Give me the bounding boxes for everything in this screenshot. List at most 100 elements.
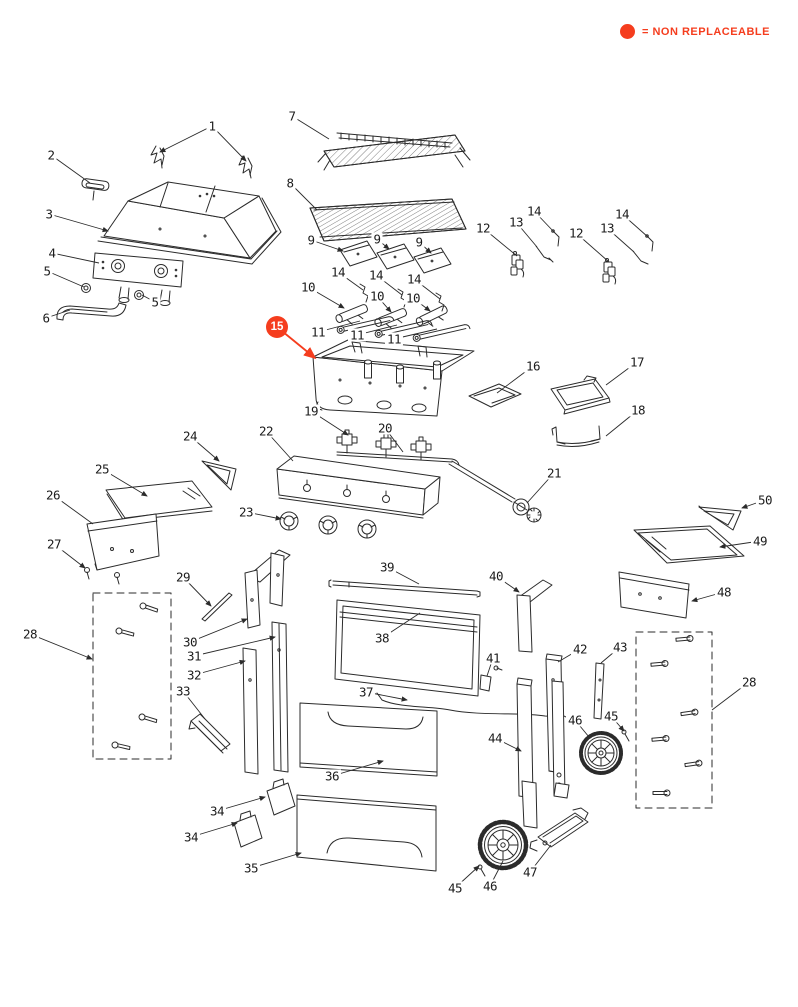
- bottom-panel-drawing: [296, 794, 437, 872]
- part-label-43-56[interactable]: 43: [610, 639, 630, 655]
- part-label-36-49[interactable]: 36: [322, 768, 342, 784]
- leg-31-drawing: [271, 621, 289, 773]
- part-label-9-11[interactable]: 9: [413, 234, 425, 250]
- part-label-8-8[interactable]: 8: [284, 175, 296, 191]
- strip-43-drawing: [593, 662, 605, 720]
- part-label-28-40[interactable]: 28: [20, 626, 40, 642]
- part-label-19-31[interactable]: 19: [301, 403, 321, 419]
- right-shelf-drawing: [633, 525, 745, 564]
- part-label-14-20[interactable]: 14: [404, 271, 424, 287]
- part-label-14-18[interactable]: 14: [328, 264, 348, 280]
- leader-line-7: [291, 115, 330, 140]
- part-label-7-7[interactable]: 7: [286, 108, 298, 124]
- part-label-23-35[interactable]: 23: [236, 504, 256, 520]
- part-label-25-37[interactable]: 25: [92, 461, 112, 477]
- part-label-49-64[interactable]: 49: [750, 533, 770, 549]
- part-label-9-9[interactable]: 9: [305, 232, 317, 248]
- part-label-10-14[interactable]: 10: [403, 290, 423, 306]
- control-panel-drawing: [92, 252, 184, 306]
- front-panel-drawing: [276, 455, 441, 519]
- part-label-37-50[interactable]: 37: [356, 684, 376, 700]
- part-label-24-36[interactable]: 24: [180, 428, 200, 444]
- part-label-34-46[interactable]: 34: [207, 803, 227, 819]
- support-rod-drawing: [201, 592, 233, 622]
- valve-manifold-drawing: [336, 429, 460, 466]
- part-label-2-1[interactable]: 2: [45, 147, 57, 163]
- part-label-31-43[interactable]: 31: [184, 648, 204, 664]
- part-label-30-42[interactable]: 30: [180, 634, 200, 650]
- knobs-drawing: [279, 511, 377, 539]
- part-label-1-0[interactable]: 1: [206, 118, 218, 134]
- leader-line-1: [159, 125, 213, 153]
- leader-line-30: [189, 618, 248, 643]
- part-label-11-15[interactable]: 11: [308, 324, 328, 340]
- non-replaceable-dot-icon: [620, 24, 635, 39]
- grease-tray-drawing: [550, 375, 611, 415]
- firebox-drawing: [312, 339, 475, 417]
- part-label-40-53[interactable]: 40: [486, 568, 506, 584]
- part-label-21-33[interactable]: 21: [544, 465, 564, 481]
- part-label-5-5[interactable]: 5: [149, 294, 161, 310]
- heat-plates-drawing: [339, 240, 452, 274]
- wheels-drawing: [477, 731, 623, 871]
- part-label-13-22[interactable]: 13: [506, 214, 526, 230]
- hardware-box-left-drawing: [92, 592, 172, 760]
- part-label-20-32[interactable]: 20: [375, 420, 395, 436]
- part-label-14-23[interactable]: 14: [524, 203, 544, 219]
- left-shelf-drawing: [105, 480, 213, 522]
- part-label-10-12[interactable]: 10: [298, 279, 318, 295]
- part-label-4-3[interactable]: 4: [46, 245, 58, 261]
- part-label-18-30[interactable]: 18: [628, 402, 648, 418]
- part-label-12-21[interactable]: 12: [473, 220, 493, 236]
- part-label-32-44[interactable]: 32: [184, 667, 204, 683]
- part-label-14-26[interactable]: 14: [612, 206, 632, 222]
- part-label-46-60[interactable]: 46: [565, 712, 585, 728]
- part-label-42-55[interactable]: 42: [570, 641, 590, 657]
- tray-bracket-drawing: [551, 425, 601, 447]
- part-label-39-52[interactable]: 39: [377, 559, 397, 575]
- part-label-44-57[interactable]: 44: [485, 730, 505, 746]
- part-label-50-65[interactable]: 50: [755, 492, 775, 508]
- highlighted-part-badge[interactable]: 15: [266, 316, 288, 338]
- part-label-27-39[interactable]: 27: [44, 536, 64, 552]
- part-label-5-4[interactable]: 5: [41, 263, 53, 279]
- part-label-26-38[interactable]: 26: [43, 487, 63, 503]
- side-panel-36-drawing: [299, 702, 438, 777]
- right-shelf-bracket-drawing: [698, 505, 742, 531]
- part-label-17-29[interactable]: 17: [627, 354, 647, 370]
- part-label-16-28[interactable]: 16: [523, 358, 543, 374]
- rail-bracket-drawing: [188, 713, 231, 754]
- part-label-11-16[interactable]: 11: [347, 327, 367, 343]
- panel-screws-drawing: [84, 567, 120, 585]
- part-label-10-13[interactable]: 10: [367, 288, 387, 304]
- legend-text: = NON REPLACEABLE: [642, 25, 770, 38]
- part-label-22-34[interactable]: 22: [256, 423, 276, 439]
- part-label-45-58[interactable]: 45: [601, 708, 621, 724]
- part-label-28-66[interactable]: 28: [739, 674, 759, 690]
- part-label-12-24[interactable]: 12: [566, 225, 586, 241]
- part-label-34-47[interactable]: 34: [181, 829, 201, 845]
- part-label-45-59[interactable]: 45: [445, 880, 465, 896]
- lid-drawing: [97, 181, 282, 265]
- part-label-9-10[interactable]: 9: [371, 231, 383, 247]
- part-label-38-51[interactable]: 38: [372, 630, 392, 646]
- part-label-6-6[interactable]: 6: [40, 310, 52, 326]
- leader-line-3: [48, 213, 109, 233]
- part-label-46-61[interactable]: 46: [480, 878, 500, 894]
- part-label-14-19[interactable]: 14: [366, 267, 386, 283]
- corner-leg-drawing: [244, 549, 291, 629]
- part-label-41-54[interactable]: 41: [483, 650, 503, 666]
- cross-rod-drawing: [328, 579, 481, 598]
- part-label-11-17[interactable]: 11: [384, 331, 404, 347]
- part-label-3-2[interactable]: 3: [43, 206, 55, 222]
- part-label-29-41[interactable]: 29: [173, 569, 193, 585]
- right-side-panel-drawing: [618, 571, 690, 619]
- part-label-13-25[interactable]: 13: [597, 220, 617, 236]
- handle-drawing: [56, 302, 127, 321]
- part-label-33-45[interactable]: 33: [173, 683, 193, 699]
- part-label-35-48[interactable]: 35: [241, 860, 261, 876]
- part-label-47-62[interactable]: 47: [520, 864, 540, 880]
- part-label-48-63[interactable]: 48: [714, 584, 734, 600]
